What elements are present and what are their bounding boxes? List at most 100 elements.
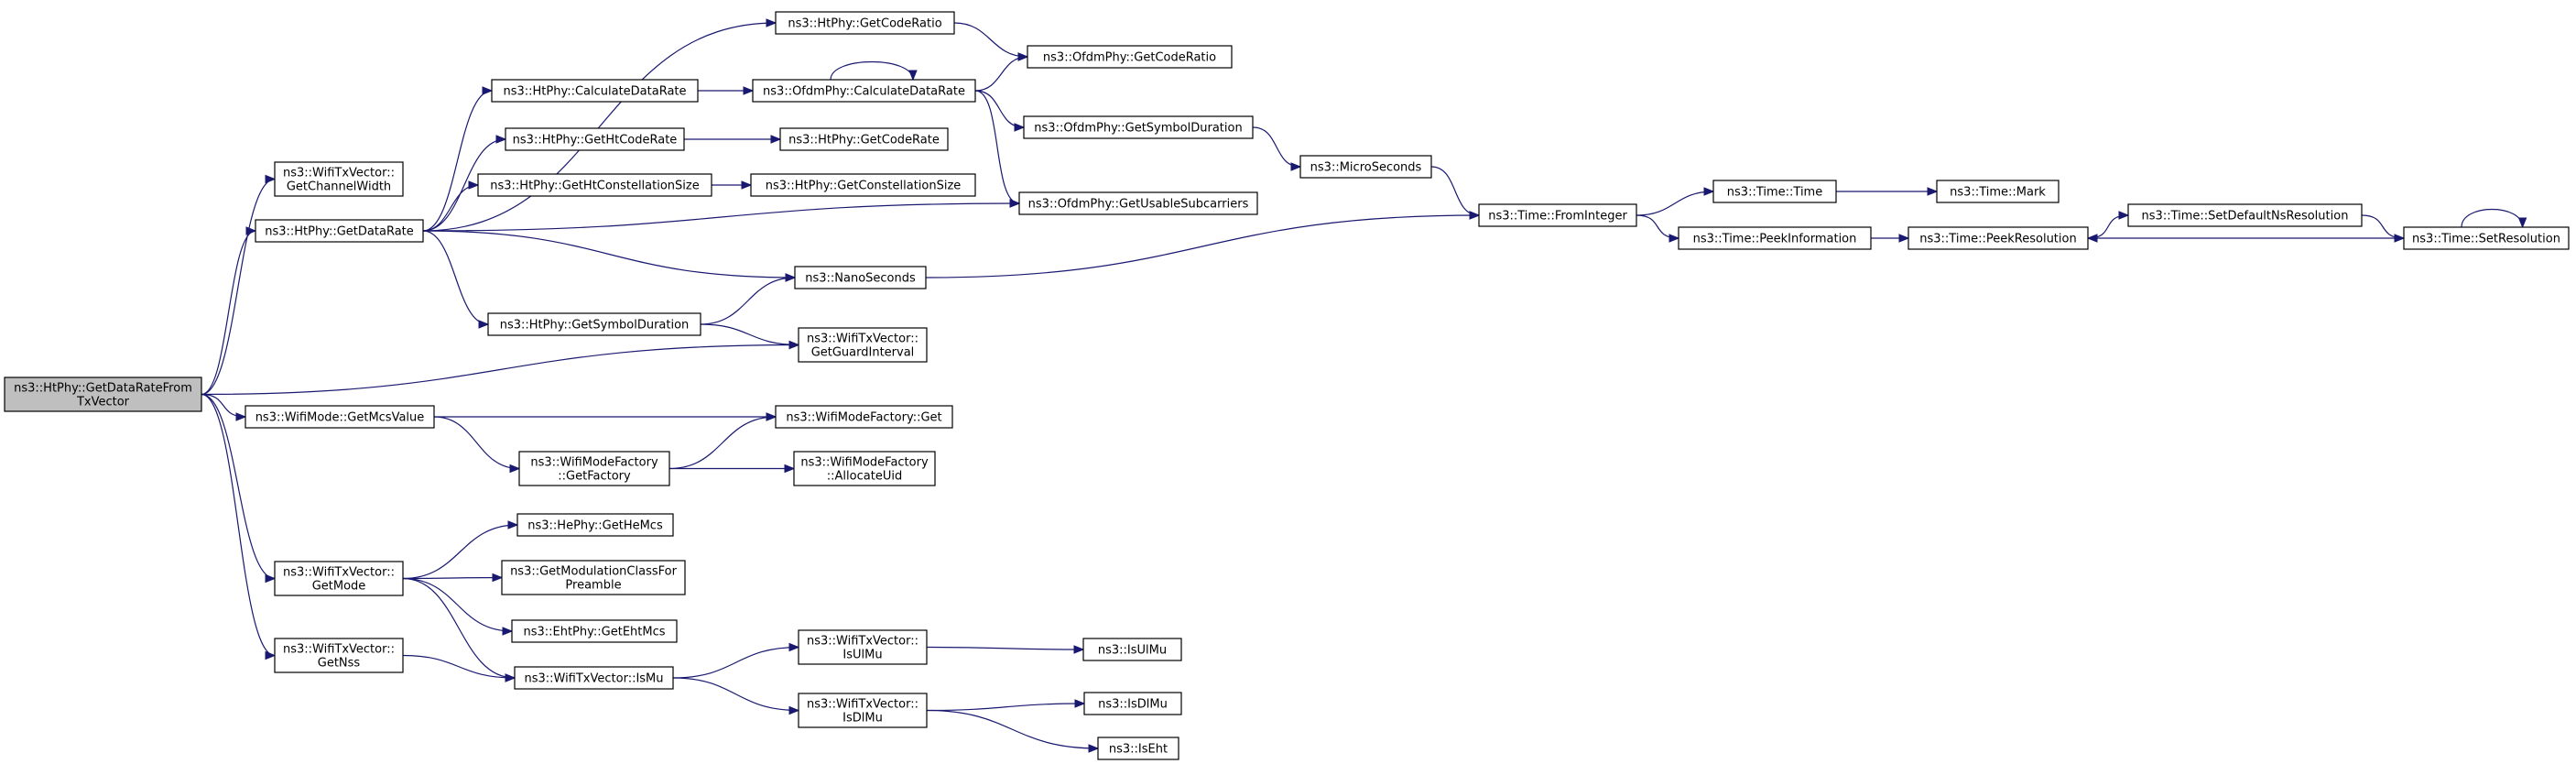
- edge-ht-get-data-rate-to-nano-seconds: [422, 230, 797, 282]
- node-time-from-integer[interactable]: ns3::Time::FromInteger: [1478, 203, 1637, 227]
- node-label: ns3::HtPhy::CalculateDataRate: [503, 85, 686, 99]
- node-time-time[interactable]: ns3::Time::Time: [1712, 180, 1837, 203]
- node-label: ns3::Time::PeekResolution: [1919, 233, 2076, 246]
- node-wmf-get-factory[interactable]: ns3::WifiModeFactory::GetFactory: [518, 451, 670, 486]
- node-box: [798, 629, 928, 665]
- node-get-mode[interactable]: ns3::WifiTxVector::GetMode: [274, 561, 404, 596]
- node-label: ns3::Time::PeekInformation: [1693, 233, 1857, 246]
- node-label: ns3::GetModulationClassFor: [510, 565, 678, 579]
- node-box: [752, 79, 976, 103]
- node-label: ns3::HtPhy::GetHtConstellationSize: [490, 180, 699, 193]
- node-label: ns3::HtPhy::GetHtCodeRate: [513, 134, 678, 147]
- edge-wmf-get-factory-to-wmf-allocate-uid: [668, 464, 796, 474]
- node-label: ns3::WifiTxVector::: [283, 566, 395, 580]
- node-label: ns3::IsDlMu: [1098, 698, 1168, 712]
- node-ht-calc-data-rate[interactable]: ns3::HtPhy::CalculateDataRate: [491, 79, 699, 103]
- node-label: ::GetFactory: [558, 470, 631, 484]
- node-is-dl-mu[interactable]: ns3::WifiTxVector::IsDlMu: [798, 693, 928, 728]
- node-is-dl-mu-free[interactable]: ns3::IsDlMu: [1083, 692, 1182, 715]
- node-box: [1478, 203, 1637, 227]
- node-he-get-he-mcs[interactable]: ns3::HePhy::GetHeMcs: [516, 513, 674, 537]
- node-get-mcs-value[interactable]: ns3::WifiMode::GetMcsValue: [245, 405, 435, 429]
- node-label: IsUlMu: [842, 649, 882, 662]
- node-is-mu[interactable]: ns3::WifiTxVector::IsMu: [514, 666, 674, 690]
- node-ht-get-data-rate[interactable]: ns3::HtPhy::GetDataRate: [255, 219, 424, 243]
- node-ofdm-get-usable-sub[interactable]: ns3::OfdmPhy::GetUsableSubcarriers: [1018, 191, 1258, 215]
- edge-ht-get-data-rate-to-ht-calc-data-rate: [422, 86, 494, 232]
- node-ht-get-code-ratio[interactable]: ns3::HtPhy::GetCodeRatio: [775, 11, 955, 35]
- edge-ht-get-data-rate-to-ht-get-code-ratio: [422, 18, 777, 232]
- edge-ht-get-data-rate-to-ht-get-sym-dur: [422, 230, 490, 329]
- node-wmf-get[interactable]: ns3::WifiModeFactory::Get: [775, 405, 953, 429]
- node-box: [1083, 692, 1182, 715]
- node-ht-get-sym-dur[interactable]: ns3::HtPhy::GetSymbolDuration: [487, 312, 701, 336]
- edge-is-dl-mu-to-is-eht: [926, 709, 1100, 753]
- edge-time-set-res-to-time-peek-res: [2086, 234, 2404, 243]
- node-label: ns3::HtPhy::GetCodeRate: [788, 134, 940, 147]
- node-wmf-allocate-uid[interactable]: ns3::WifiModeFactory::AllocateUid: [793, 451, 936, 486]
- edge-root-to-get-channel-width: [201, 174, 277, 396]
- node-time-peek-res[interactable]: ns3::Time::PeekResolution: [1908, 226, 2089, 250]
- edge-is-mu-to-is-dl-mu: [672, 677, 800, 715]
- nodes-layer: ns3::HtPhy::GetDataRateFromTxVectorns3::…: [4, 11, 2570, 760]
- node-box: [2403, 226, 2570, 250]
- node-box: [255, 219, 424, 243]
- node-box: [511, 619, 678, 643]
- node-get-nss[interactable]: ns3::WifiTxVector::GetNss: [274, 638, 404, 673]
- node-box: [1678, 226, 1872, 250]
- node-box: [1027, 45, 1233, 69]
- node-label: ns3::OfdmPhy::GetUsableSubcarriers: [1028, 198, 1249, 212]
- node-label: ns3::OfdmPhy::GetCodeRatio: [1043, 51, 1216, 65]
- node-ofdm-get-code-ratio[interactable]: ns3::OfdmPhy::GetCodeRatio: [1027, 45, 1233, 69]
- node-ofdm-get-sym-dur[interactable]: ns3::OfdmPhy::GetSymbolDuration: [1023, 115, 1254, 139]
- node-label: IsDlMu: [842, 712, 883, 726]
- edge-ht-get-ht-const-to-ht-get-const-size: [711, 180, 753, 190]
- node-ht-get-code-rate[interactable]: ns3::HtPhy::GetCodeRate: [779, 127, 949, 151]
- edge-ht-get-ht-code-rate-to-ht-get-code-rate: [683, 135, 782, 144]
- node-ht-get-ht-code-rate[interactable]: ns3::HtPhy::GetHtCodeRate: [505, 127, 685, 151]
- node-label: ns3::WifiModeFactory: [530, 456, 658, 470]
- node-time-mark[interactable]: ns3::Time::Mark: [1936, 180, 2060, 203]
- node-box: [274, 638, 404, 673]
- node-get-channel-width[interactable]: ns3::WifiTxVector::GetChannelWidth: [274, 161, 404, 197]
- node-is-ul-mu[interactable]: ns3::WifiTxVector::IsUlMu: [798, 629, 928, 665]
- edge-get-mode-to-eht-get-eht-mcs: [402, 577, 514, 636]
- node-is-eht[interactable]: ns3::IsEht: [1097, 737, 1179, 760]
- edge-ofdm-calc-data-rate-to-ofdm-calc-data-rate: [830, 60, 918, 82]
- node-nano-seconds[interactable]: ns3::NanoSeconds: [794, 266, 927, 289]
- node-time-set-res[interactable]: ns3::Time::SetResolution: [2403, 226, 2570, 250]
- edge-root-to-get-mode: [201, 393, 277, 584]
- edge-get-mode-to-get-mod-class: [402, 573, 504, 583]
- node-label: ns3::WifiMode::GetMcsValue: [255, 411, 425, 425]
- node-label: ns3::HtPhy::GetSymbolDuration: [500, 319, 690, 333]
- node-label: ns3::HtPhy::GetDataRateFrom: [14, 382, 192, 396]
- node-get-guard-interval[interactable]: ns3::WifiTxVector::GetGuardInterval: [798, 327, 928, 363]
- edge-get-mcs-value-to-wmf-get: [433, 412, 777, 421]
- node-eht-get-eht-mcs[interactable]: ns3::EhtPhy::GetEhtMcs: [511, 619, 678, 643]
- edge-micro-seconds-to-time-from-integer: [1430, 166, 1481, 220]
- edge-time-peek-info-to-time-peek-res: [1871, 234, 1910, 243]
- node-box: [505, 127, 685, 151]
- node-box: [798, 693, 928, 728]
- node-box: [1082, 638, 1182, 661]
- node-ht-get-const-size[interactable]: ns3::HtPhy::GetConstellationSize: [750, 173, 976, 197]
- node-time-peek-info[interactable]: ns3::Time::PeekInformation: [1678, 226, 1872, 250]
- node-label: ns3::HePhy::GetHeMcs: [527, 519, 663, 533]
- node-ht-get-ht-const[interactable]: ns3::HtPhy::GetHtConstellationSize: [477, 173, 712, 197]
- node-micro-seconds[interactable]: ns3::MicroSeconds: [1299, 155, 1432, 179]
- node-label: ::AllocateUid: [827, 470, 902, 484]
- node-label: GetChannelWidth: [287, 180, 391, 194]
- node-box: [1018, 191, 1258, 215]
- node-box: [750, 173, 976, 197]
- edge-ht-get-sym-dur-to-nano-seconds: [700, 273, 797, 325]
- node-box: [274, 161, 404, 197]
- node-ofdm-calc-data-rate[interactable]: ns3::OfdmPhy::CalculateDataRate: [752, 79, 976, 103]
- node-time-set-default-ns[interactable]: ns3::Time::SetDefaultNsResolution: [2127, 203, 2363, 227]
- edge-ofdm-calc-data-rate-to-ofdm-get-usable-sub: [974, 90, 1021, 208]
- node-label: ns3::WifiTxVector::: [283, 167, 395, 180]
- node-is-ul-mu-free[interactable]: ns3::IsUlMu: [1082, 638, 1182, 661]
- edges-layer: [201, 18, 2527, 753]
